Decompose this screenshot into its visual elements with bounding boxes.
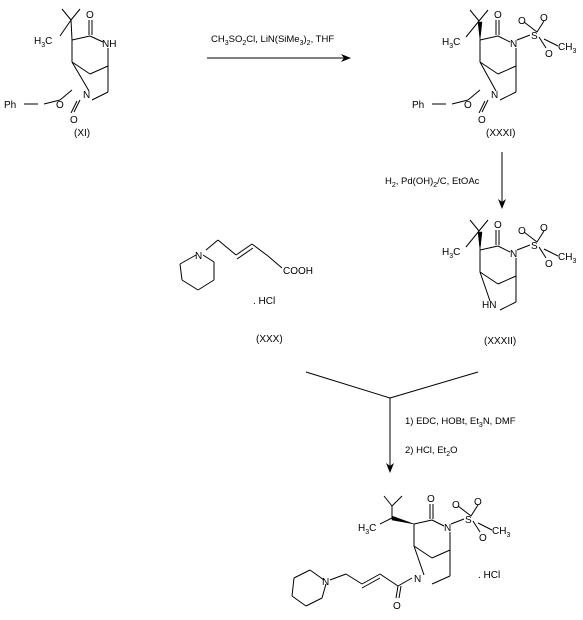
product-piperidine-n: N [322, 577, 329, 588]
step1-reagents: CH3SO2Cl, LiN(SiMe3)2, THF [211, 34, 334, 47]
xi-carbamate-o: O [70, 115, 78, 126]
xxxii-ring-n-top: N [510, 249, 517, 260]
xi-ester-o: O [56, 100, 64, 111]
xxxi-label: (XXXI) [486, 128, 515, 139]
compound-xxx: N COOH . HCl (XXX) [179, 239, 313, 345]
step3-reagents-line2: 2) HCl, Et2O [405, 445, 457, 458]
step3-merge-left [305, 371, 391, 399]
xi-phenyl: Ph [4, 100, 16, 111]
xxxi-ring-n: N [491, 90, 498, 101]
compound-xxxi: O N S O O O CH3 H3C N O O Ph (XXXI) [412, 9, 576, 139]
xxxii-label: (XXXII) [484, 336, 516, 347]
xxxii-h3c: H3C [442, 247, 460, 260]
compound-xi: O NH N H3C O O Ph (XI) [4, 8, 116, 139]
xxxii-hn: HN [482, 300, 496, 311]
xxxi-ch3: CH3 [558, 42, 576, 55]
xxxii-so-o2: O [518, 226, 526, 237]
product-ch3: CH3 [492, 526, 510, 539]
xi-label: (XI) [74, 128, 90, 139]
xxxi-so-o1: O [540, 13, 548, 24]
xxxi-so-o2: O [518, 16, 526, 27]
xxxii-ch3: CH3 [558, 252, 576, 265]
step3-merge-right [389, 371, 479, 399]
xxxii-sulfur: S [531, 241, 538, 252]
xxx-cooh: COOH [283, 266, 313, 277]
product-so-o3: O [479, 533, 487, 544]
product-so-o2: O [452, 500, 460, 511]
xi-h3c: H3C [34, 36, 52, 49]
xxxi-h3c: H3C [442, 37, 460, 50]
xxxi-phenyl: Ph [412, 100, 424, 111]
xxxii-so-o1: O [540, 223, 548, 234]
xxxi-so-o3: O [545, 49, 553, 60]
xi-nh: NH [102, 39, 116, 50]
product-sulfur: S [465, 515, 472, 526]
xxx-piperidine-n: N [195, 251, 202, 262]
xxxi-ester-o: O [464, 100, 472, 111]
xxxii-so-o3: O [545, 259, 553, 270]
xxxii-carbonyl-o: O [494, 220, 502, 231]
xxx-hcl: . HCl [253, 296, 275, 307]
compound-xxxii: O N S O O O CH3 H3C HN (XXXII) [442, 219, 576, 347]
product-carbonyl-o: O [427, 494, 435, 505]
compound-product: O N S O O O CH3 H3C N O N . HCl [291, 494, 510, 612]
xi-carbonyl-o: O [86, 10, 94, 21]
xxx-label: (XXX) [256, 334, 283, 345]
xxxi-carbonyl-o: O [494, 10, 502, 21]
xi-ring-n: N [83, 90, 90, 101]
xxxi-sulfur: S [531, 31, 538, 42]
product-h3c: H3C [358, 523, 376, 536]
xxxi-ring-n-top: N [510, 39, 517, 50]
product-so-o1: O [474, 497, 482, 508]
product-pyrrolidine-n: N [414, 574, 421, 585]
xxxi-carbamate-o: O [478, 115, 486, 126]
step3-reagents-line1: 1) EDC, HOBt, Et3N, DMF [405, 416, 516, 429]
product-ring-n-top: N [444, 523, 451, 534]
product-amide-o: O [393, 601, 401, 612]
product-hcl: . HCl [478, 570, 500, 581]
step2-reagents: H2, Pd(OH)2/C, EtOAc [385, 176, 480, 189]
